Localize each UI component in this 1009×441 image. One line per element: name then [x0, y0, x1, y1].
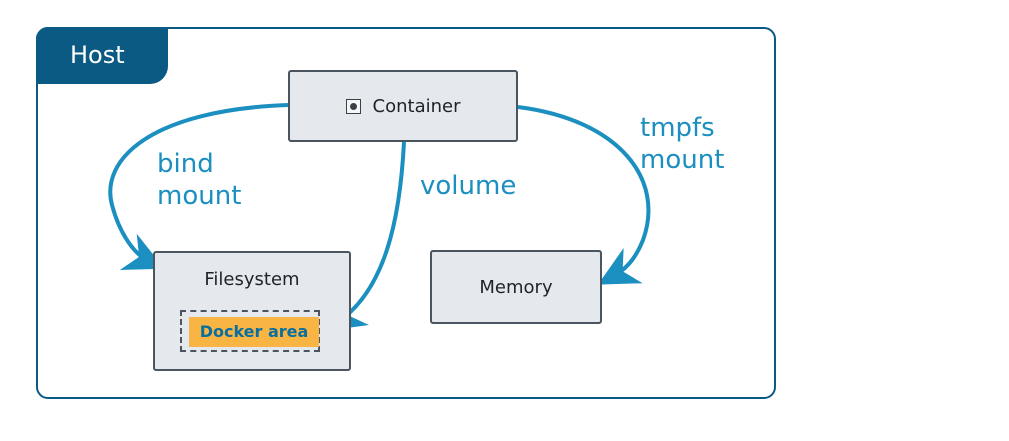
filesystem-label: Filesystem — [204, 269, 300, 290]
docker-area-label: Docker area — [189, 317, 319, 347]
memory-label: Memory — [479, 276, 553, 298]
host-tab: Host — [36, 27, 168, 84]
filesystem-box: Filesystem Docker area — [153, 251, 351, 371]
volume-label: volume — [420, 171, 517, 201]
docker-area: Docker area — [180, 310, 320, 352]
container-label: Container — [372, 95, 461, 117]
tmpfs-mount-label: tmpfs mount — [640, 112, 750, 176]
volume-arrow — [324, 141, 406, 332]
bind-mount-label-line-1: bind — [157, 149, 214, 179]
bind-mount-label-line-2: mount — [157, 181, 242, 211]
container-box: Container — [288, 70, 518, 142]
container-icon — [345, 98, 361, 114]
memory-box: Memory — [430, 250, 602, 324]
tmpfs-mount-label-line-1: tmpfs — [640, 113, 715, 143]
tmpfs-mount-arrow — [517, 105, 651, 285]
bind-mount-label: bind mount — [157, 148, 277, 212]
bind-mount-arrow — [108, 103, 289, 270]
tmpfs-mount-label-line-2: mount — [640, 145, 725, 175]
